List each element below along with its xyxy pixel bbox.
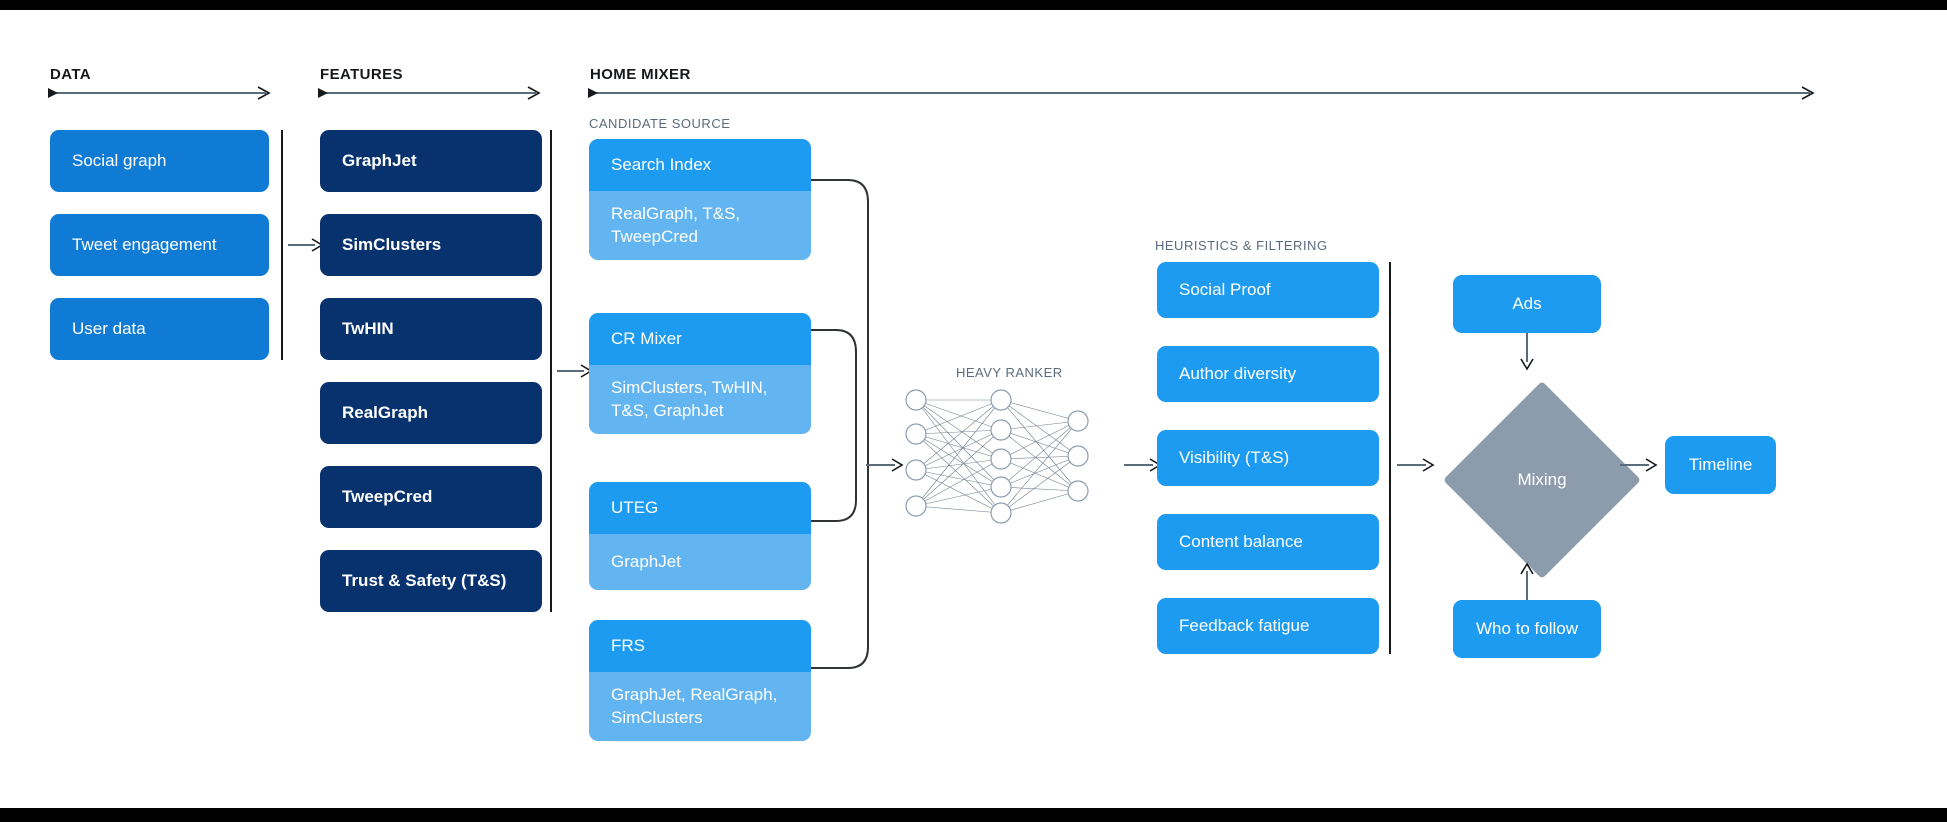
- heavy-ranker-network: [905, 389, 1089, 524]
- candidate-source-features-search-index: RealGraph, T&S, TweepCred: [589, 191, 811, 260]
- sublabel-candidate-source: CANDIDATE SOURCE: [589, 116, 731, 131]
- candidate-source-feature-list: SimClusters, TwHIN, T&S, GraphJet: [611, 378, 768, 420]
- output-ads-label: Ads: [1512, 294, 1542, 314]
- heuristic-item-label: Author diversity: [1179, 364, 1297, 384]
- candidate-source-header-uteg[interactable]: UTEG: [589, 482, 811, 534]
- mixing-label: Mixing: [1517, 470, 1567, 489]
- feature-item-simclusters[interactable]: SimClusters: [320, 214, 542, 276]
- sublabel-heavy-ranker: HEAVY RANKER: [956, 365, 1063, 380]
- stage-header-data: DATA: [50, 66, 92, 83]
- stage-arrow-features: [318, 86, 541, 100]
- arrow-who-to-follow-to-mixing: [1520, 562, 1534, 600]
- feature-item-twhin[interactable]: TwHIN: [320, 298, 542, 360]
- stage-header-features: FEATURES: [320, 66, 403, 83]
- data-item-label: Tweet engagement: [72, 235, 217, 255]
- arrow-candidate-source-to-heavy-ranker: [866, 458, 904, 472]
- feature-item-label: SimClusters: [342, 235, 442, 255]
- candidate-source-name: Search Index: [611, 155, 712, 174]
- stage-arrow-home-mixer: [588, 86, 1815, 100]
- heuristic-item-author-diversity[interactable]: Author diversity: [1157, 346, 1379, 402]
- candidate-source-feature-list: RealGraph, T&S, TweepCred: [611, 204, 741, 246]
- feature-item-trust-safety[interactable]: Trust & Safety (T&S): [320, 550, 542, 612]
- data-item-label: Social graph: [72, 151, 167, 171]
- feature-item-label: Trust & Safety (T&S): [342, 571, 507, 591]
- feature-item-label: RealGraph: [342, 403, 428, 423]
- heuristic-item-visibility[interactable]: Visibility (T&S): [1157, 430, 1379, 486]
- connector-candidate-sources-to-ranker: [811, 179, 869, 669]
- arrow-ads-to-mixing: [1520, 333, 1534, 371]
- data-item-user-data[interactable]: User data: [50, 298, 269, 360]
- candidate-source-header-search-index[interactable]: Search Index: [589, 139, 811, 191]
- output-timeline-label: Timeline: [1688, 455, 1753, 475]
- heuristic-item-label: Feedback fatigue: [1179, 616, 1310, 636]
- feature-item-label: TweepCred: [342, 487, 433, 507]
- heuristic-item-content-balance[interactable]: Content balance: [1157, 514, 1379, 570]
- diagram-canvas: DATA FEATURES HOME MIXER CANDIDATE SOURC…: [0, 10, 1947, 808]
- mixing-label-wrapper: Mixing: [1472, 410, 1612, 550]
- heuristic-item-label: Social Proof: [1179, 280, 1271, 300]
- candidate-source-header-cr-mixer[interactable]: CR Mixer: [589, 313, 811, 365]
- divider-data-features: [281, 130, 283, 360]
- feature-item-label: TwHIN: [342, 319, 394, 339]
- output-who-to-follow-box[interactable]: Who to follow: [1453, 600, 1601, 658]
- candidate-source-features-cr-mixer: SimClusters, TwHIN, T&S, GraphJet: [589, 365, 811, 434]
- candidate-source-name: FRS: [611, 636, 645, 655]
- arrow-heuristics-to-mixing: [1397, 458, 1435, 472]
- data-item-social-graph[interactable]: Social graph: [50, 130, 269, 192]
- feature-item-label: GraphJet: [342, 151, 417, 171]
- candidate-source-feature-list: GraphJet: [611, 551, 681, 571]
- feature-item-graphjet[interactable]: GraphJet: [320, 130, 542, 192]
- heuristic-item-social-proof[interactable]: Social Proof: [1157, 262, 1379, 318]
- sublabel-heuristics: HEURISTICS & FILTERING: [1155, 238, 1328, 253]
- heuristic-item-label: Content balance: [1179, 532, 1303, 552]
- data-item-tweet-engagement[interactable]: Tweet engagement: [50, 214, 269, 276]
- output-who-to-follow-label: Who to follow: [1475, 619, 1579, 639]
- candidate-source-features-frs: GraphJet, RealGraph, SimClusters: [589, 672, 811, 741]
- data-item-label: User data: [72, 319, 146, 339]
- stage-header-home-mixer: HOME MIXER: [590, 66, 691, 83]
- arrow-features-to-candidate-source: [557, 364, 593, 378]
- stage-arrow-data: [48, 86, 271, 100]
- divider-heuristics-output: [1389, 262, 1391, 654]
- candidate-source-header-frs[interactable]: FRS: [589, 620, 811, 672]
- feature-item-tweepcred[interactable]: TweepCred: [320, 466, 542, 528]
- heuristic-item-label: Visibility (T&S): [1179, 448, 1290, 468]
- candidate-source-features-uteg: GraphJet: [589, 534, 811, 590]
- divider-features-homemixer: [550, 130, 552, 612]
- candidate-source-feature-list: GraphJet, RealGraph, SimClusters: [611, 685, 778, 727]
- candidate-source-name: CR Mixer: [611, 329, 682, 348]
- arrow-data-to-features: [288, 238, 324, 252]
- output-timeline-box[interactable]: Timeline: [1665, 436, 1776, 494]
- heuristic-item-feedback-fatigue[interactable]: Feedback fatigue: [1157, 598, 1379, 654]
- candidate-source-name: UTEG: [611, 498, 659, 517]
- feature-item-realgraph[interactable]: RealGraph: [320, 382, 542, 444]
- arrow-mixing-to-timeline: [1620, 458, 1658, 472]
- output-ads-box[interactable]: Ads: [1453, 275, 1601, 333]
